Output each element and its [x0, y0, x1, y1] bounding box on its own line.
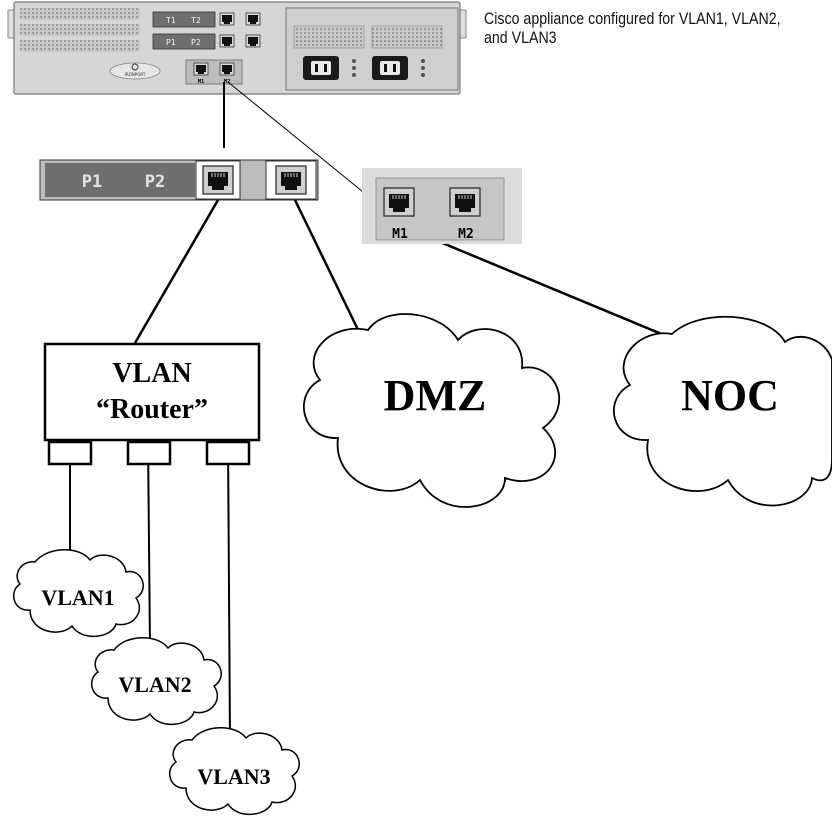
appliance-p1-label: P1: [166, 38, 176, 47]
appliance-caption: Cisco appliance configured for VLAN1, VL…: [484, 10, 781, 47]
link-m1-to-noc: [439, 240, 677, 342]
zoom-p2-port-icon: [275, 165, 307, 195]
connection-lines: [69, 81, 677, 741]
appliance-p-port-icon: [219, 34, 235, 48]
vlan2-label: VLAN2: [118, 672, 191, 697]
vlan3-cloud: VLAN3: [168, 727, 300, 815]
router-title-line1: VLAN: [112, 358, 191, 389]
zoom-p1-port-icon: [202, 165, 234, 195]
noc-cloud: NOC: [613, 315, 832, 507]
appliance-t-port-icon: [219, 12, 235, 26]
appliance-m2-label: M2: [224, 79, 231, 85]
noc-cloud-shape: [613, 315, 832, 507]
vlan1-label: VLAN1: [41, 585, 114, 610]
mgmt-ports-zoom: M1 M2: [362, 168, 522, 244]
dmz-cloud: DMZ: [303, 313, 561, 508]
vlan3-cloud-shape: [168, 727, 300, 815]
zoom-p1-label: P1: [82, 172, 102, 192]
vlan-router: VLAN “Router”: [43, 342, 261, 466]
zoom-m2-port-icon: [449, 187, 481, 217]
vlan2-cloud-shape: [90, 637, 222, 725]
appliance-t2-label: T2: [191, 16, 201, 25]
router-title-line2: “Router”: [96, 394, 208, 425]
link-port-to-router: [133, 199, 220, 344]
link-appliance-to-mgmt-zoom: [227, 81, 369, 197]
noc-label: NOC: [681, 371, 779, 420]
router-port-2: [126, 440, 172, 466]
ironport-logo-icon: [109, 62, 161, 80]
appliance-p2-label: P2: [191, 38, 201, 47]
link-port-to-dmz: [293, 199, 364, 339]
appliance-m1-port-icon: [193, 62, 209, 76]
dmz-cloud-shape: [303, 313, 561, 508]
zoom-p2-label: P2: [145, 172, 165, 192]
router-port-1: [47, 440, 93, 466]
appliance-m2-port-icon: [219, 62, 235, 76]
appliance-chassis: T1 T2 P1 P2 IRONPORT M1 M2: [7, 1, 467, 95]
vlan1-cloud-shape: [12, 549, 144, 637]
appliance-t1-label: T1: [166, 16, 176, 25]
dmz-label: DMZ: [384, 371, 487, 420]
vlan3-label: VLAN3: [197, 764, 270, 789]
data-ports-zoom: P1 P2: [39, 159, 319, 201]
vlan1-cloud: VLAN1: [12, 549, 144, 637]
appliance-logo-text: IRONPORT: [125, 72, 146, 77]
zoom-m1-port-icon: [383, 187, 415, 217]
appliance-p-port-icon: [245, 34, 261, 48]
link-router-to-vlan3: [227, 439, 231, 741]
zoom-m1-label: M1: [392, 227, 408, 242]
router-port-3: [205, 440, 251, 466]
appliance-m1-label: M1: [198, 79, 205, 85]
link-router-to-vlan2: [147, 439, 151, 649]
zoom-m2-label: M2: [458, 227, 474, 242]
appliance-t-port-icon: [245, 12, 261, 26]
vlan-router-box: [43, 342, 261, 442]
vlan2-cloud: VLAN2: [90, 637, 222, 725]
